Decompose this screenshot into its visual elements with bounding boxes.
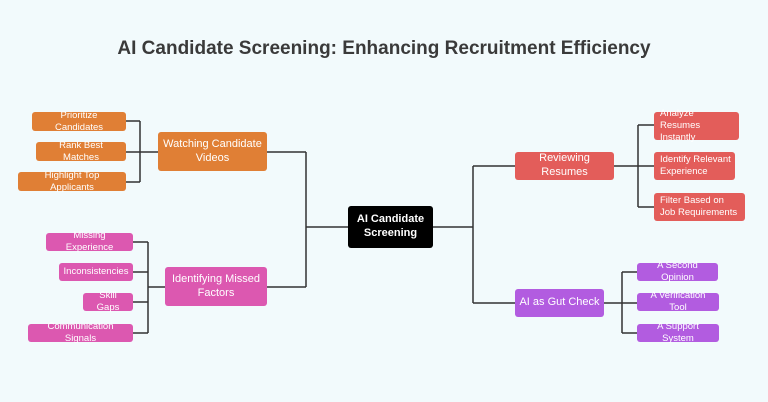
- leaf-a-verification-tool: A Verification Tool: [637, 290, 719, 313]
- leaf-filter-based-on-job-requirements: Filter Based on Job Requirements: [654, 193, 745, 221]
- connector-missed: [133, 241, 165, 334]
- leaf-inconsistencies: Inconsistencies: [59, 263, 133, 281]
- leaf-identify-relevant-experience: Identify Relevant Experience: [654, 152, 735, 180]
- leaf-a-support-system: A Support System: [637, 321, 719, 344]
- diagram-title: AI Candidate Screening: Enhancing Recrui…: [117, 38, 651, 59]
- leaf-communication-signals: Communication Signals: [28, 321, 133, 344]
- leaf-missing-experience: Missing Experience: [46, 230, 133, 253]
- branch-identifying-missed-factors: Identifying Missed Factors: [165, 267, 267, 306]
- leaf-prioritize-candidates: Prioritize Candidates: [32, 110, 126, 133]
- connector-watching: [126, 120, 158, 183]
- connector-root-left: [267, 151, 348, 288]
- leaf-analyze-resumes-instantly: Analyze Resumes Instantly: [654, 108, 739, 143]
- leaf-rank-best-matches: Rank Best Matches: [36, 140, 126, 163]
- connector-root-right: [433, 165, 515, 304]
- connector-gut: [604, 271, 637, 334]
- branch-reviewing-resumes: Reviewing Resumes: [515, 152, 614, 180]
- connector-resumes: [614, 124, 654, 208]
- leaf-a-second-opinion: A Second Opinion: [637, 260, 718, 283]
- branch-ai-as-gut-check: AI as Gut Check: [515, 289, 604, 317]
- leaf-highlight-top-applicants: Highlight Top Applicants: [18, 170, 126, 193]
- leaf-skill-gaps: Skill Gaps: [83, 290, 133, 313]
- root-node: AI Candidate Screening: [348, 206, 433, 248]
- branch-watching-candidate-videos: Watching Candidate Videos: [158, 132, 267, 171]
